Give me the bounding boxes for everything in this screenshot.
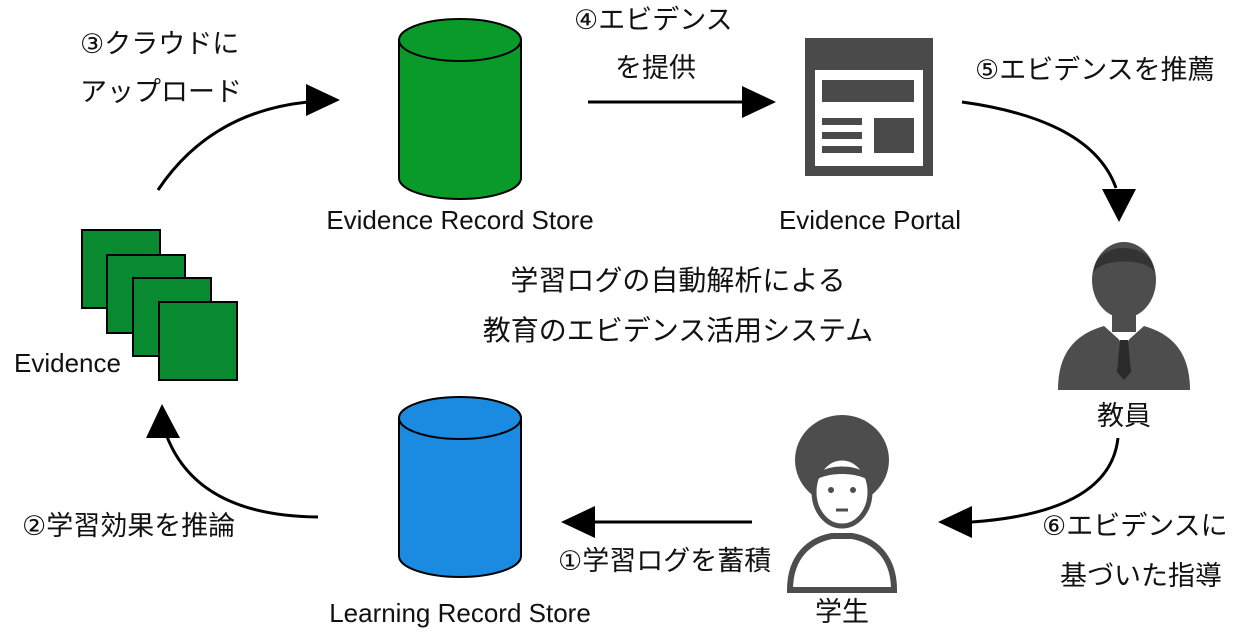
step3-label-line1: ③クラウドに [80,29,240,60]
arrow-guidance [971,437,1120,524]
evidence-record-store-icon [398,18,522,200]
arrowhead-upload [306,84,340,116]
arrowhead-accumulate [561,506,595,538]
diagram-title-line2: 教育のエビデンス活用システム [482,314,874,347]
step3-label-line2: アップロード [80,77,242,108]
student-icon [786,415,898,593]
arrowhead-guidance [938,506,972,538]
arrow-recommend [961,100,1118,189]
arrowhead-infer [146,404,180,438]
arrowhead-recommend [1102,189,1136,222]
learning-record-store-icon [398,396,522,578]
evidence-record-store-label: Evidence Record Store [326,205,594,235]
evidence-portal-label: Evidence Portal [778,205,962,235]
learning-record-store-label: Learning Record Store [329,598,591,628]
teacher-label: 教員 [1097,401,1151,432]
step6-label-line1: ⑥エビデンスに [1042,511,1228,542]
step6-label-line2: 基づいた指導 [1060,561,1222,592]
arrow-infer [164,433,319,519]
arrowheads [146,84,1136,538]
step5-label: ⑤エビデンスを推薦 [975,55,1215,86]
step4-label-line2: を提供 [615,53,696,84]
evidence-portal-icon [805,38,933,176]
step4-label-line1: ④エビデンス [574,5,733,36]
step2-label: ②学習効果を推論 [22,511,236,542]
teacher-icon [1058,242,1190,390]
arrowhead-provide [742,86,776,118]
evidence-label: Evidence [14,348,121,378]
diagram-title-line1: 学習ログの自動解析による [510,264,846,297]
arrow-upload [156,100,309,191]
evidence-stack-icon [81,229,238,381]
step1-label: ①学習ログを蓄積 [558,546,772,577]
student-label: 学生 [815,597,869,628]
arrows [156,100,1120,524]
